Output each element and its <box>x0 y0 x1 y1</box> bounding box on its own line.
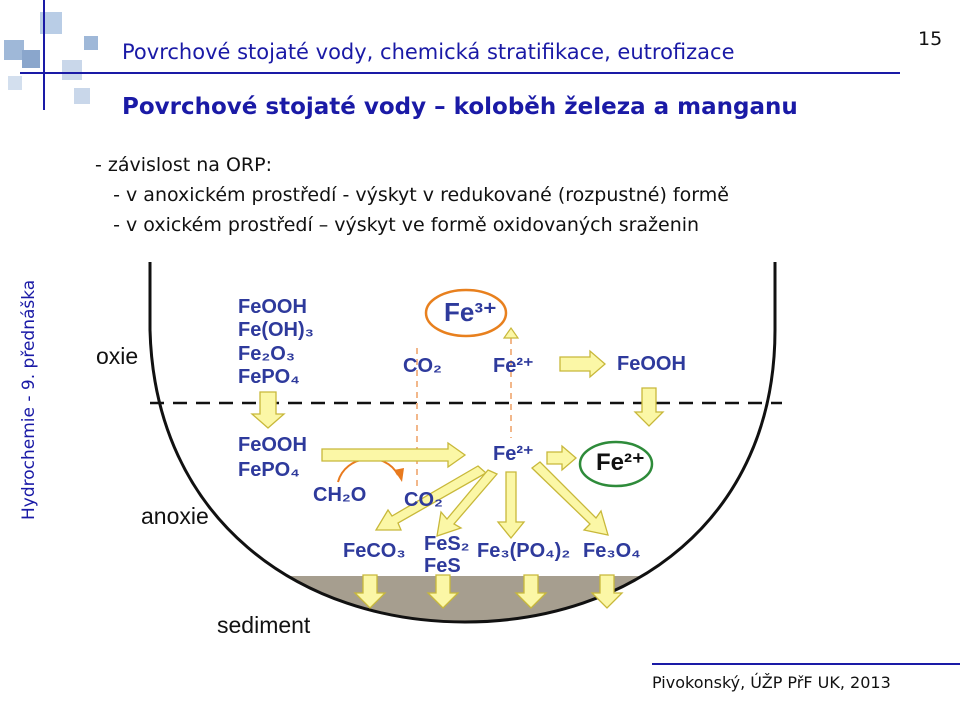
precipitate: FeS <box>424 555 461 577</box>
down-arrow <box>353 574 387 609</box>
precipitate: Fe₃O₄ <box>583 540 641 562</box>
oxic-mineral: Fe(OH)₃ <box>238 319 314 341</box>
decor-squares <box>4 12 98 104</box>
anoxic-fe2: Fe²⁺ <box>493 443 534 465</box>
right-arrow <box>321 441 467 469</box>
down-arrow <box>514 574 548 609</box>
page-number: 15 <box>918 28 943 50</box>
bullet-item: - závislost na ORP: <box>95 154 272 176</box>
oxic-mineral: FePO₄ <box>238 366 300 388</box>
oxic-product-feooh: FeOOH <box>617 353 686 375</box>
down-arrow <box>426 574 460 609</box>
down-arrow <box>590 574 624 609</box>
slide-title: Povrchové stojaté vody – koloběh železa … <box>122 94 798 120</box>
fe2-green-circle <box>578 440 654 488</box>
lake-basin-outline <box>148 262 777 624</box>
right-arrow <box>559 349 606 379</box>
footer-credit: Pivokonský, ÚŽP PřF UK, 2013 <box>652 673 891 692</box>
oxic-mineral: Fe₂O₃ <box>238 343 296 365</box>
anoxic-mineral: FePO₄ <box>238 459 300 481</box>
bullet-item: - v oxickém prostředí – výskyt ve formě … <box>95 214 700 236</box>
oxic-fe3: Fe³⁺ <box>444 297 497 327</box>
right-arrow <box>546 444 577 472</box>
header-rules <box>20 0 900 110</box>
down-arrow <box>250 391 286 429</box>
swirl-arrow <box>337 457 399 483</box>
bullet-item: - v anoxickém prostředí - výskyt v reduk… <box>95 184 729 206</box>
sidebar-text: Hydrochemie - 9. přednáška <box>19 280 39 520</box>
precipitate: FeCO₃ <box>343 540 406 562</box>
precipitate: Fe₃(PO₄)₂ <box>477 540 571 562</box>
down-arrow <box>633 387 665 427</box>
slide-section-title: Povrchové stojaté vody, chemická stratif… <box>122 40 735 64</box>
fe3-circle <box>424 288 508 338</box>
anoxic-ch2o: CH₂O <box>313 484 367 506</box>
bullet-list: - závislost na ORP: - v anoxickém prostř… <box>95 150 729 240</box>
zone-label-oxic: oxie <box>96 343 139 369</box>
oxic-co2: CO₂ <box>403 355 442 377</box>
diagonal-arrow <box>436 469 499 537</box>
anoxic-co2: CO₂ <box>404 489 443 511</box>
diagonal-arrow <box>496 471 526 540</box>
sidebar-label: Hydrochemie - 9. přednáška <box>0 125 44 535</box>
zone-label-sediment: sediment <box>217 612 311 638</box>
oxic-mineral: FeOOH <box>238 296 307 318</box>
diagonal-arrow <box>374 465 488 531</box>
precipitate: FeS₂ <box>424 533 470 555</box>
arrow-group <box>250 349 665 609</box>
diagonal-arrow <box>530 461 609 536</box>
anoxic-mineral: FeOOH <box>238 434 307 456</box>
zone-label-anoxic: anoxie <box>141 503 209 529</box>
anoxic-fe2-circled: Fe²⁺ <box>596 449 645 476</box>
oxic-fe2: Fe²⁺ <box>493 355 534 377</box>
